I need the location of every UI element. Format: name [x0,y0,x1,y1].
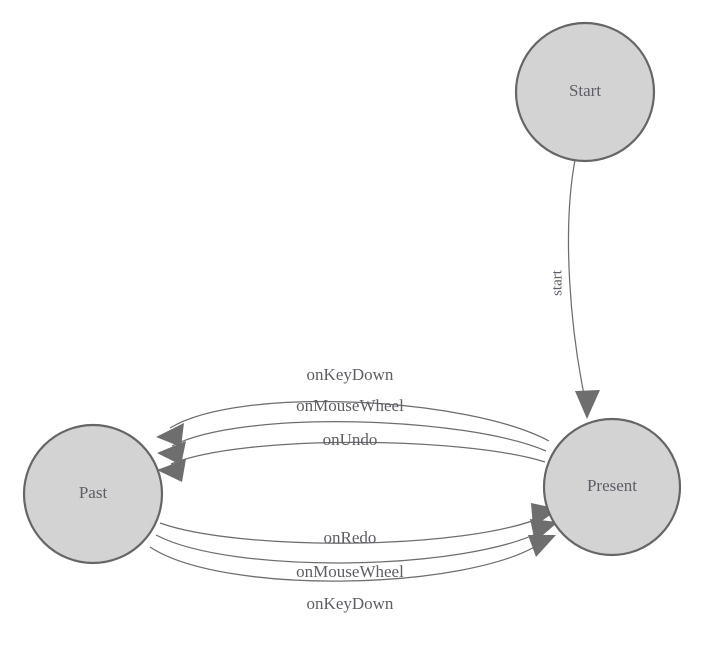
edge-present-to-past-onmousewheel-arrowhead [157,441,186,465]
edge-past-to-present-onredo[interactable]: onRedo [159,503,559,547]
node-past-label: Past [79,483,108,502]
node-start-label: Start [569,81,601,100]
edge-label-start: start [549,269,565,296]
edge-past-to-present-onredo-path [159,515,546,544]
edge-present-to-past-onkeydown-arrowhead [156,423,184,447]
edge-start-to-present[interactable]: start [549,159,600,419]
node-past-circle [22,423,164,565]
edge-start-to-present-path [567,159,587,405]
edge-past-to-present-onmousewheel-path [155,529,545,564]
edge-present-to-past-onundo-arrowhead [157,459,186,482]
edge-past-to-present-onkeydown-arrowhead [528,535,556,557]
edge-present-to-past-onkeydown[interactable]: onKeyDown [156,365,550,447]
edge-label-present-past-onmousewheel: onMouseWheel [296,396,404,415]
node-past[interactable]: Past [22,423,164,565]
edge-present-to-past-onkeydown-path [169,400,550,442]
edge-label-present-past-onundo: onUndo [323,430,378,449]
edge-present-to-past-onmousewheel[interactable]: onMouseWheel [157,396,547,465]
edge-present-to-past-onundo[interactable]: onUndo [157,430,546,482]
node-start-circle [514,21,656,163]
edge-label-past-present-onmousewheel: onMouseWheel [296,562,404,581]
node-start[interactable]: Start [514,21,656,163]
edge-label-past-present-onredo: onRedo [324,528,377,547]
edge-past-to-present-onkeydown[interactable]: onKeyDown [149,535,556,613]
edge-present-to-past-onmousewheel-path [171,421,547,452]
node-present-label: Present [587,476,637,495]
edge-label-past-present-onkeydown: onKeyDown [307,594,394,613]
node-present[interactable]: Present [542,417,682,557]
edge-present-to-past-onundo-path [170,441,546,465]
edge-start-to-present-arrowhead [575,390,600,419]
edge-label-present-past-onkeydown: onKeyDown [307,365,394,384]
node-present-circle [542,417,682,557]
edge-past-to-present-onkeydown-path [149,542,542,582]
